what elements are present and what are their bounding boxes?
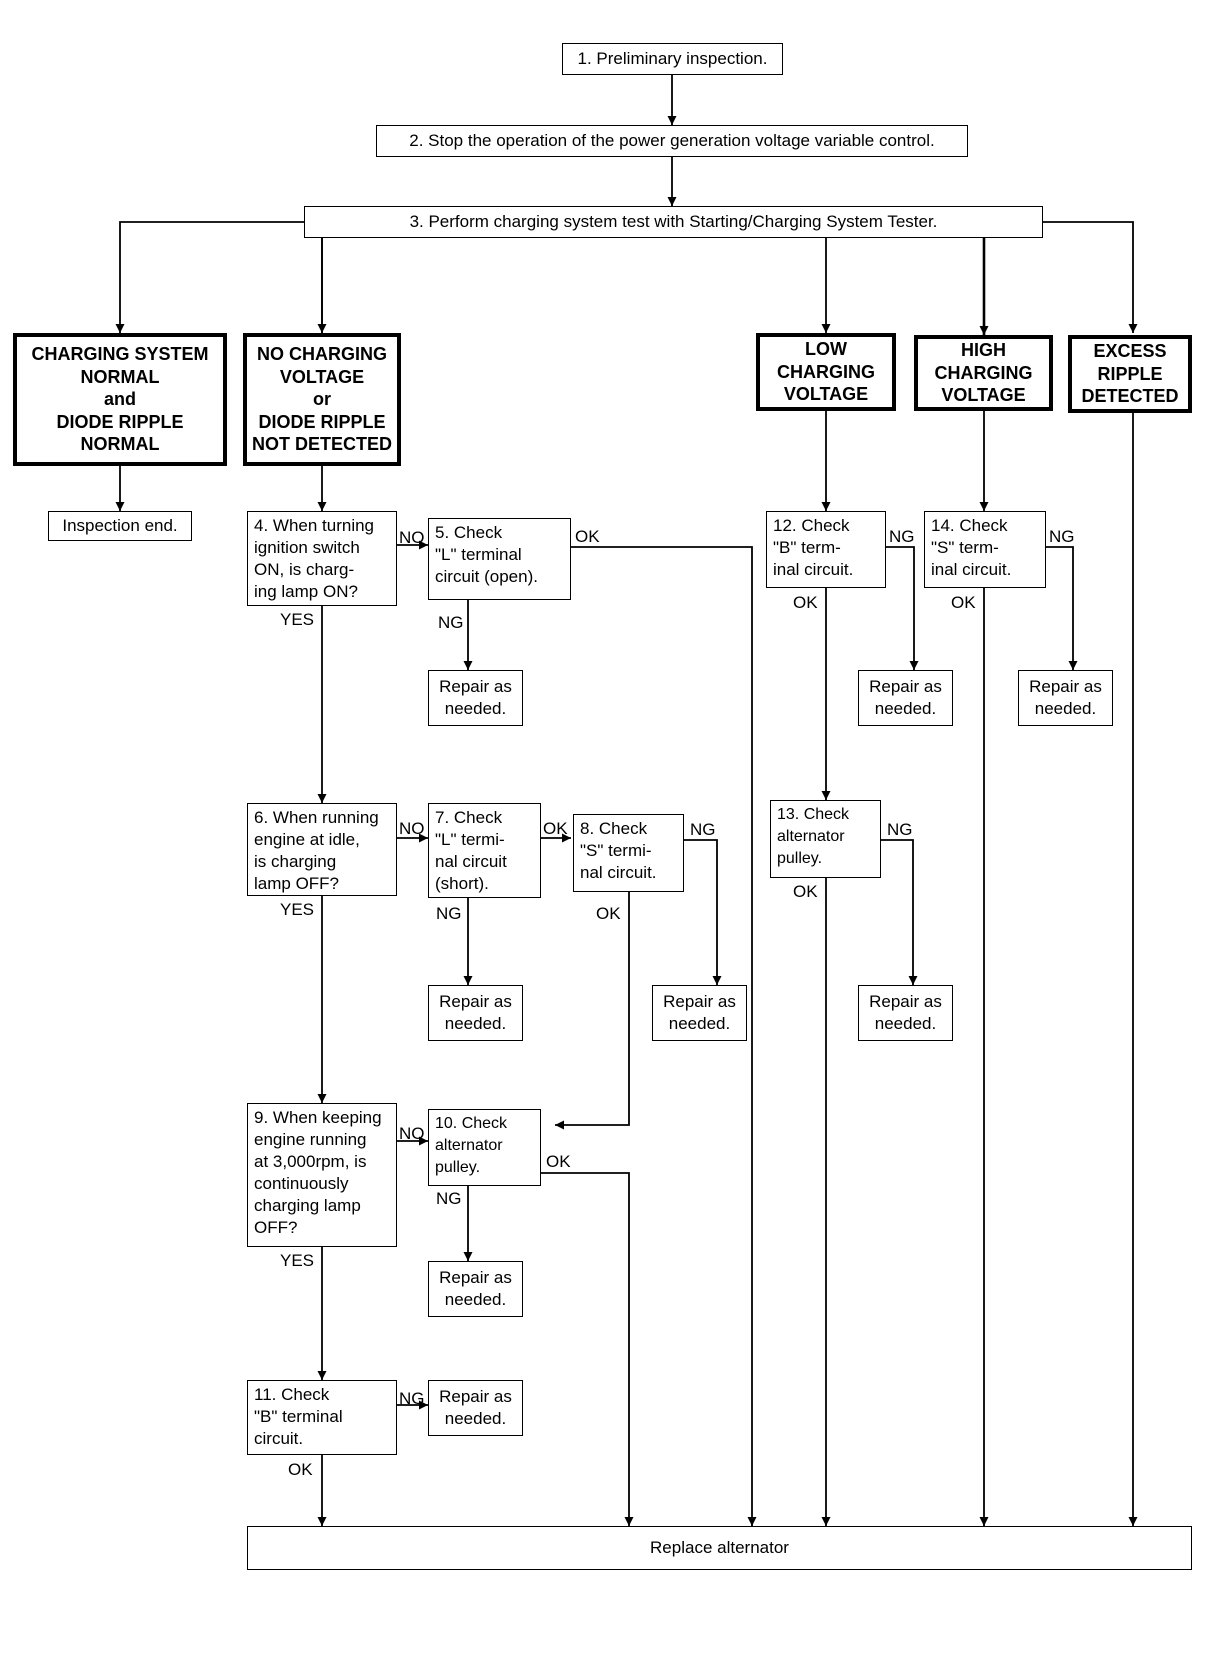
step-9-text: 9. When keeping engine running at 3,000r…: [254, 1108, 382, 1237]
label-7-ng: NG: [436, 904, 462, 923]
result-low-voltage-box: LOW CHARGING VOLTAGE: [756, 333, 896, 411]
label-10-ng: NG: [436, 1189, 462, 1208]
result-low-voltage-text: LOW CHARGING VOLTAGE: [777, 339, 875, 405]
label-14-ok: OK: [951, 593, 976, 612]
label-8-ok: OK: [596, 904, 621, 923]
replace-alternator-text: Replace alternator: [650, 1538, 789, 1557]
result-normal-text: CHARGING SYSTEM NORMAL and DIODE RIPPLE …: [31, 344, 209, 455]
repair-box-5: Repair as needed.: [428, 670, 523, 726]
label-9-yes: YES: [280, 1251, 315, 1270]
step-7-box: 7. Check "L" termi- nal circuit (short).: [428, 803, 541, 898]
step-2-box: 2. Stop the operation of the power gener…: [376, 125, 968, 157]
repair-box-14: Repair as needed.: [1018, 670, 1113, 726]
replace-alternator-box: Replace alternator: [247, 1526, 1192, 1570]
label-10-ok: OK: [546, 1152, 571, 1171]
label-4-yes: YES: [280, 610, 315, 629]
label-11-ok: OK: [288, 1460, 313, 1479]
step-1-box: 1. Preliminary inspection.: [562, 43, 783, 75]
step-13-text: 13. Check alternator pulley.: [777, 806, 850, 867]
step-5-text: 5. Check "L" terminal circuit (open).: [435, 523, 538, 586]
step-2-text: 2. Stop the operation of the power gener…: [409, 131, 935, 150]
result-no-charging-text: NO CHARGING VOLTAGE or DIODE RIPPLE NOT …: [251, 344, 392, 455]
result-high-voltage-box: HIGH CHARGING VOLTAGE: [914, 335, 1053, 411]
step-10-text: 10. Check alternator pulley.: [435, 1115, 508, 1176]
label-11-ng: NG: [399, 1389, 425, 1408]
repair-text-11: Repair as needed.: [439, 1387, 512, 1428]
step-14-text: 14. Check "S" term- inal circuit.: [931, 516, 1012, 579]
step-5-box: 5. Check "L" terminal circuit (open).: [428, 518, 571, 600]
repair-box-11: Repair as needed.: [428, 1380, 523, 1436]
step-12-box: 12. Check "B" term- inal circuit.: [766, 511, 886, 588]
step-6-text: 6. When running engine at idle, is charg…: [254, 808, 379, 893]
label-14-ng: NG: [1049, 527, 1075, 546]
step-3-text: 3. Perform charging system test with Sta…: [409, 212, 938, 231]
result-excess-ripple-text: EXCESS RIPPLE DETECTED: [1081, 341, 1179, 407]
step-6-box: 6. When running engine at idle, is charg…: [247, 803, 397, 896]
label-7-ok: OK: [543, 819, 568, 838]
step-9-box: 9. When keeping engine running at 3,000r…: [247, 1103, 397, 1247]
repair-box-7: Repair as needed.: [428, 985, 523, 1041]
label-9-no: NO: [399, 1124, 425, 1143]
repair-box-8: Repair as needed.: [652, 985, 747, 1041]
step-13-box: 13. Check alternator pulley.: [770, 800, 881, 878]
label-12-ok: OK: [793, 593, 818, 612]
label-5-ok: OK: [575, 527, 600, 546]
repair-text-12: Repair as needed.: [869, 677, 942, 718]
label-6-no: NO: [399, 819, 425, 838]
step-14-box: 14. Check "S" term- inal circuit.: [924, 511, 1046, 588]
step-12-text: 12. Check "B" term- inal circuit.: [773, 516, 854, 579]
repair-text-7: Repair as needed.: [439, 992, 512, 1033]
repair-text-10: Repair as needed.: [439, 1268, 512, 1309]
step-4-text: 4. When turning ignition switch ON, is c…: [254, 516, 375, 601]
label-6-yes: YES: [280, 900, 315, 919]
step-1-text: 1. Preliminary inspection.: [577, 49, 768, 68]
result-normal-box: CHARGING SYSTEM NORMAL and DIODE RIPPLE …: [13, 333, 227, 466]
result-high-voltage-text: HIGH CHARGING VOLTAGE: [934, 340, 1033, 406]
step-7-text: 7. Check "L" termi- nal circuit (short).: [435, 808, 507, 893]
label-12-ng: NG: [889, 527, 915, 546]
step-4-box: 4. When turning ignition switch ON, is c…: [247, 511, 397, 606]
step-10-box: 10. Check alternator pulley.: [428, 1109, 541, 1186]
repair-text-5: Repair as needed.: [439, 677, 512, 718]
step-11-box: 11. Check "B" terminal circuit.: [247, 1380, 397, 1455]
repair-box-10: Repair as needed.: [428, 1261, 523, 1317]
step-3-box: 3. Perform charging system test with Sta…: [304, 206, 1043, 238]
repair-text-13: Repair as needed.: [869, 992, 942, 1033]
label-5-ng: NG: [438, 613, 464, 632]
inspection-end-text: Inspection end.: [62, 516, 178, 535]
label-13-ok: OK: [793, 882, 818, 901]
result-excess-ripple-box: EXCESS RIPPLE DETECTED: [1068, 335, 1192, 413]
label-8-ng: NG: [690, 820, 716, 839]
repair-text-8: Repair as needed.: [663, 992, 736, 1033]
repair-text-14: Repair as needed.: [1029, 677, 1102, 718]
repair-box-12: Repair as needed.: [858, 670, 953, 726]
label-4-no: NO: [399, 528, 425, 547]
step-8-text: 8. Check "S" termi- nal circuit.: [580, 819, 657, 882]
step-11-text: 11. Check "B" terminal circuit.: [254, 1385, 343, 1448]
label-13-ng: NG: [887, 820, 913, 839]
result-no-charging-box: NO CHARGING VOLTAGE or DIODE RIPPLE NOT …: [243, 333, 401, 466]
step-8-box: 8. Check "S" termi- nal circuit.: [573, 814, 684, 892]
repair-box-13: Repair as needed.: [858, 985, 953, 1041]
inspection-end-box: Inspection end.: [48, 511, 192, 541]
